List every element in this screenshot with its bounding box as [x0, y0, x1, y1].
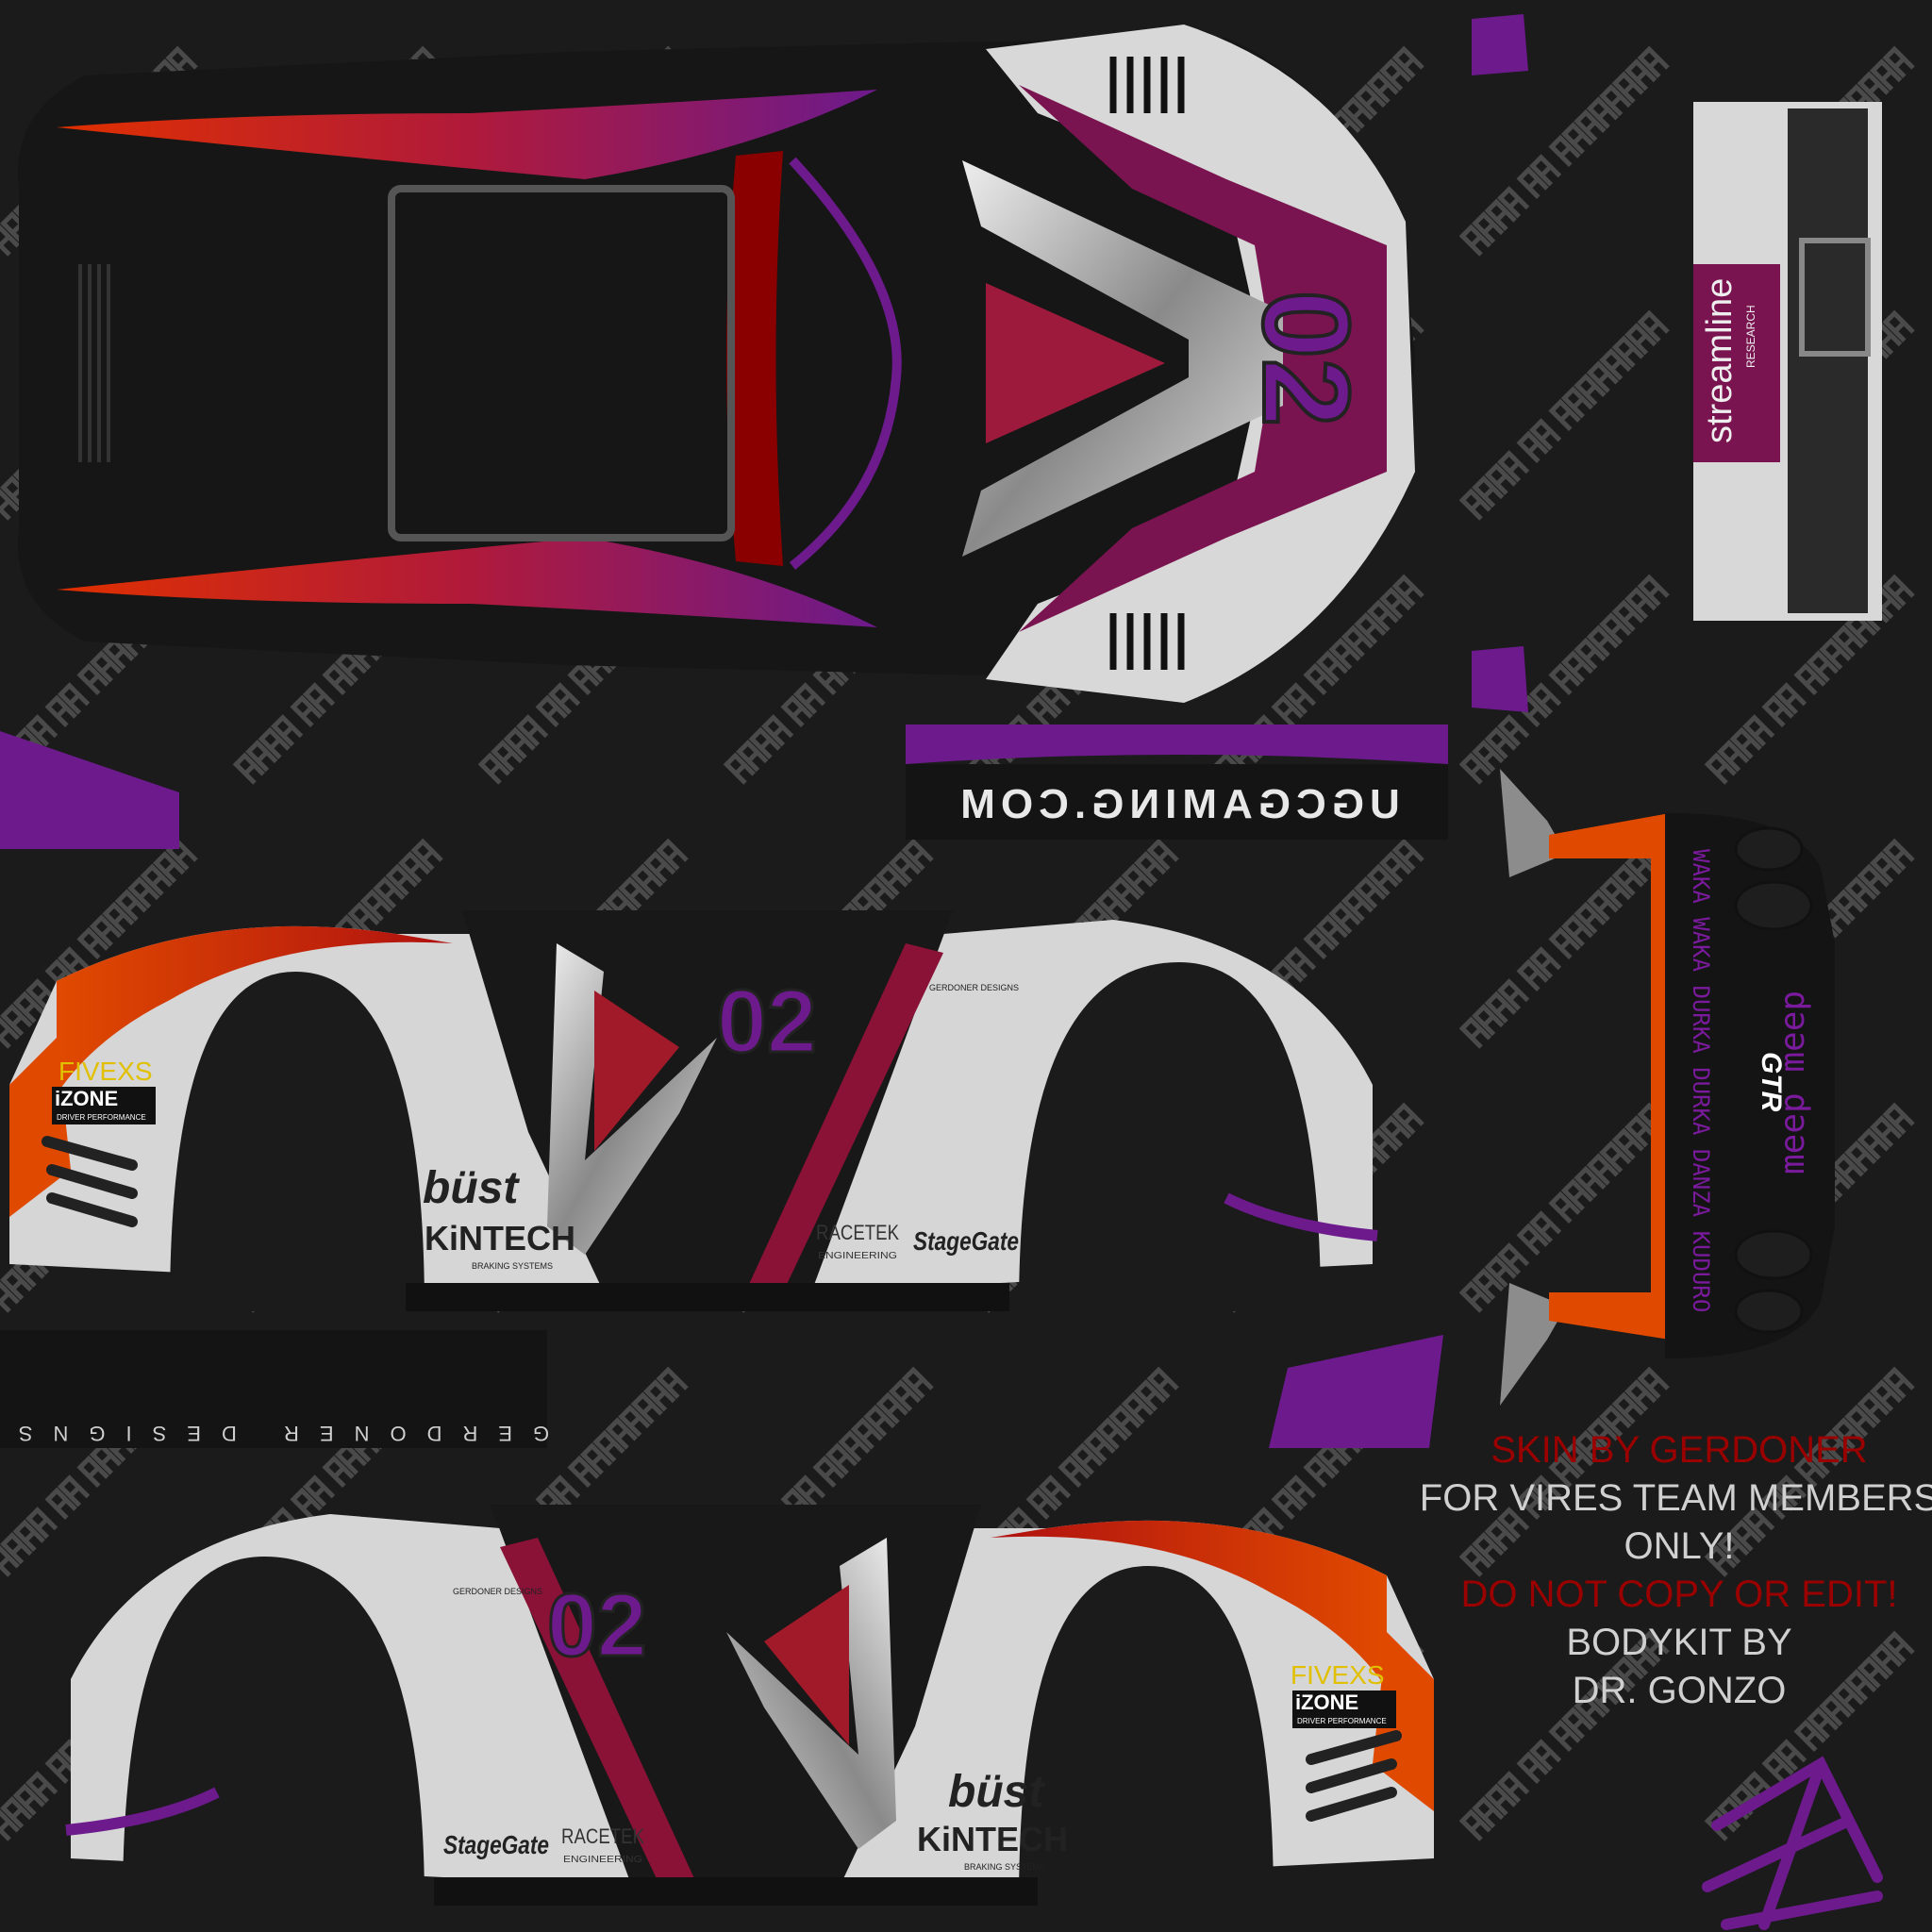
side-panel-left	[9, 910, 1377, 1311]
sponsor-stagegate-right: StageGate	[443, 1830, 549, 1859]
purple-piece-top	[1472, 14, 1528, 75]
front-bumper: WAKA WAKA DURKA DURKA DANZA KUDURO GTR m…	[1500, 769, 1835, 1406]
credit-line-5: BODYKIT BY	[1566, 1622, 1791, 1663]
sponsor-izone-right: iZONE	[1295, 1690, 1358, 1714]
credit-line-2: FOR VIRES TEAM MEMBERS	[1420, 1477, 1932, 1519]
watermark-mark	[1458, 1366, 1670, 1577]
credits-block: SKIN BY GERDONER FOR VIRES TEAM MEMBERS …	[1420, 1429, 1932, 1711]
sponsor-izone-box-right	[1292, 1690, 1396, 1728]
sponsor-fivexs-right: FIVEXS	[1291, 1660, 1385, 1690]
hood-car-number: 02	[1238, 291, 1375, 427]
car-body	[17, 38, 1415, 679]
windshield-purple-arc	[789, 157, 902, 570]
watermark-mark	[1458, 45, 1670, 257]
swoosh-top	[57, 90, 877, 179]
sponsor-racetek-sub-left: ENGINEERING	[818, 1251, 897, 1261]
sponsor-izone-sub-right: DRIVER PERFORMANCE	[1297, 1717, 1387, 1725]
sponsor-izone-left: iZONE	[55, 1087, 118, 1110]
rear-wing: streamline RESEARCH	[1693, 102, 1882, 621]
sponsor-gerdoner-right: GERDONER DESIGNS	[453, 1587, 542, 1596]
sponsor-stagegate-left: StageGate	[913, 1226, 1019, 1256]
sponsor-kintech-sub-right: BRAKING SYSTEMS	[964, 1862, 1045, 1872]
gerdoner-strip: GERDONER DESIGNS	[0, 1330, 549, 1448]
rear-wing-sub: RESEARCH	[1744, 305, 1757, 368]
strip-text: GERDONER DESIGNS	[0, 1422, 549, 1445]
side-number-right: 02	[547, 1575, 647, 1675]
bumper-slogan: WAKA WAKA DURKA DURKA DANZA KUDURO	[1688, 849, 1714, 1312]
credit-line-1: SKIN BY GERDONER	[1491, 1429, 1867, 1471]
nose-magenta	[1019, 85, 1387, 632]
sponsor-kintech-left: KiNTECH	[425, 1219, 575, 1257]
side-panel-right	[66, 1505, 1434, 1906]
top-view-car: 02	[17, 25, 1415, 703]
sponsor-bust-left: büst	[423, 1163, 520, 1213]
nose-white	[986, 25, 1415, 703]
ugc-banner: UGCGAMING.COM	[906, 724, 1448, 840]
watermark-mark	[1458, 838, 1670, 1049]
credit-line-4: DO NOT COPY OR EDIT!	[1460, 1574, 1897, 1615]
roof-frame	[388, 185, 735, 541]
bumper-meep: meep meep	[1774, 991, 1812, 1174]
sponsor-racetek-right: RACETEK	[561, 1824, 644, 1848]
hood-vents	[1109, 57, 1185, 670]
sponsor-gerdoner-left: GERDONER DESIGNS	[929, 983, 1019, 992]
hood-silver-v	[962, 160, 1283, 557]
watermark-mark	[1458, 574, 1670, 785]
sponsor-kintech-sub-left: BRAKING SYSTEMS	[472, 1261, 553, 1271]
watermark-mark	[1704, 1366, 1915, 1577]
banner-text: UGCGAMING.COM	[955, 781, 1400, 827]
signature-logo	[1702, 1756, 1883, 1930]
purple-piece-bottom	[1269, 1335, 1443, 1448]
watermark-mark	[1704, 574, 1915, 785]
credit-line-3: ONLY!	[1624, 1525, 1734, 1567]
sponsor-kintech-right: KiNTECH	[917, 1820, 1068, 1858]
sponsor-fivexs-left: FIVEXS	[58, 1057, 153, 1086]
side-number-left: 02	[717, 972, 817, 1072]
watermark-mark	[0, 838, 198, 1049]
swoosh-bottom	[57, 538, 877, 627]
windshield-frame	[726, 151, 783, 566]
credit-line-6: DR. GONZO	[1573, 1670, 1787, 1711]
purple-piece-mid	[1472, 646, 1528, 712]
rear-wing-brand: streamline	[1700, 278, 1740, 443]
bumper-badge: GTR	[1756, 1052, 1787, 1112]
hood-red-triangle	[986, 283, 1165, 443]
sponsor-bust-right: büst	[948, 1767, 1045, 1817]
sponsor-izone-box-left	[52, 1087, 156, 1124]
watermark-mark	[1458, 1630, 1670, 1841]
roof-vent	[78, 264, 110, 462]
sponsor-izone-sub-left: DRIVER PERFORMANCE	[57, 1113, 146, 1122]
watermark-mark	[1458, 309, 1670, 521]
purple-piece-left	[0, 731, 179, 849]
sponsor-racetek-sub-right: ENGINEERING	[563, 1855, 642, 1865]
sponsor-racetek-left: RACETEK	[816, 1221, 899, 1244]
watermark-mark	[1458, 1102, 1670, 1313]
